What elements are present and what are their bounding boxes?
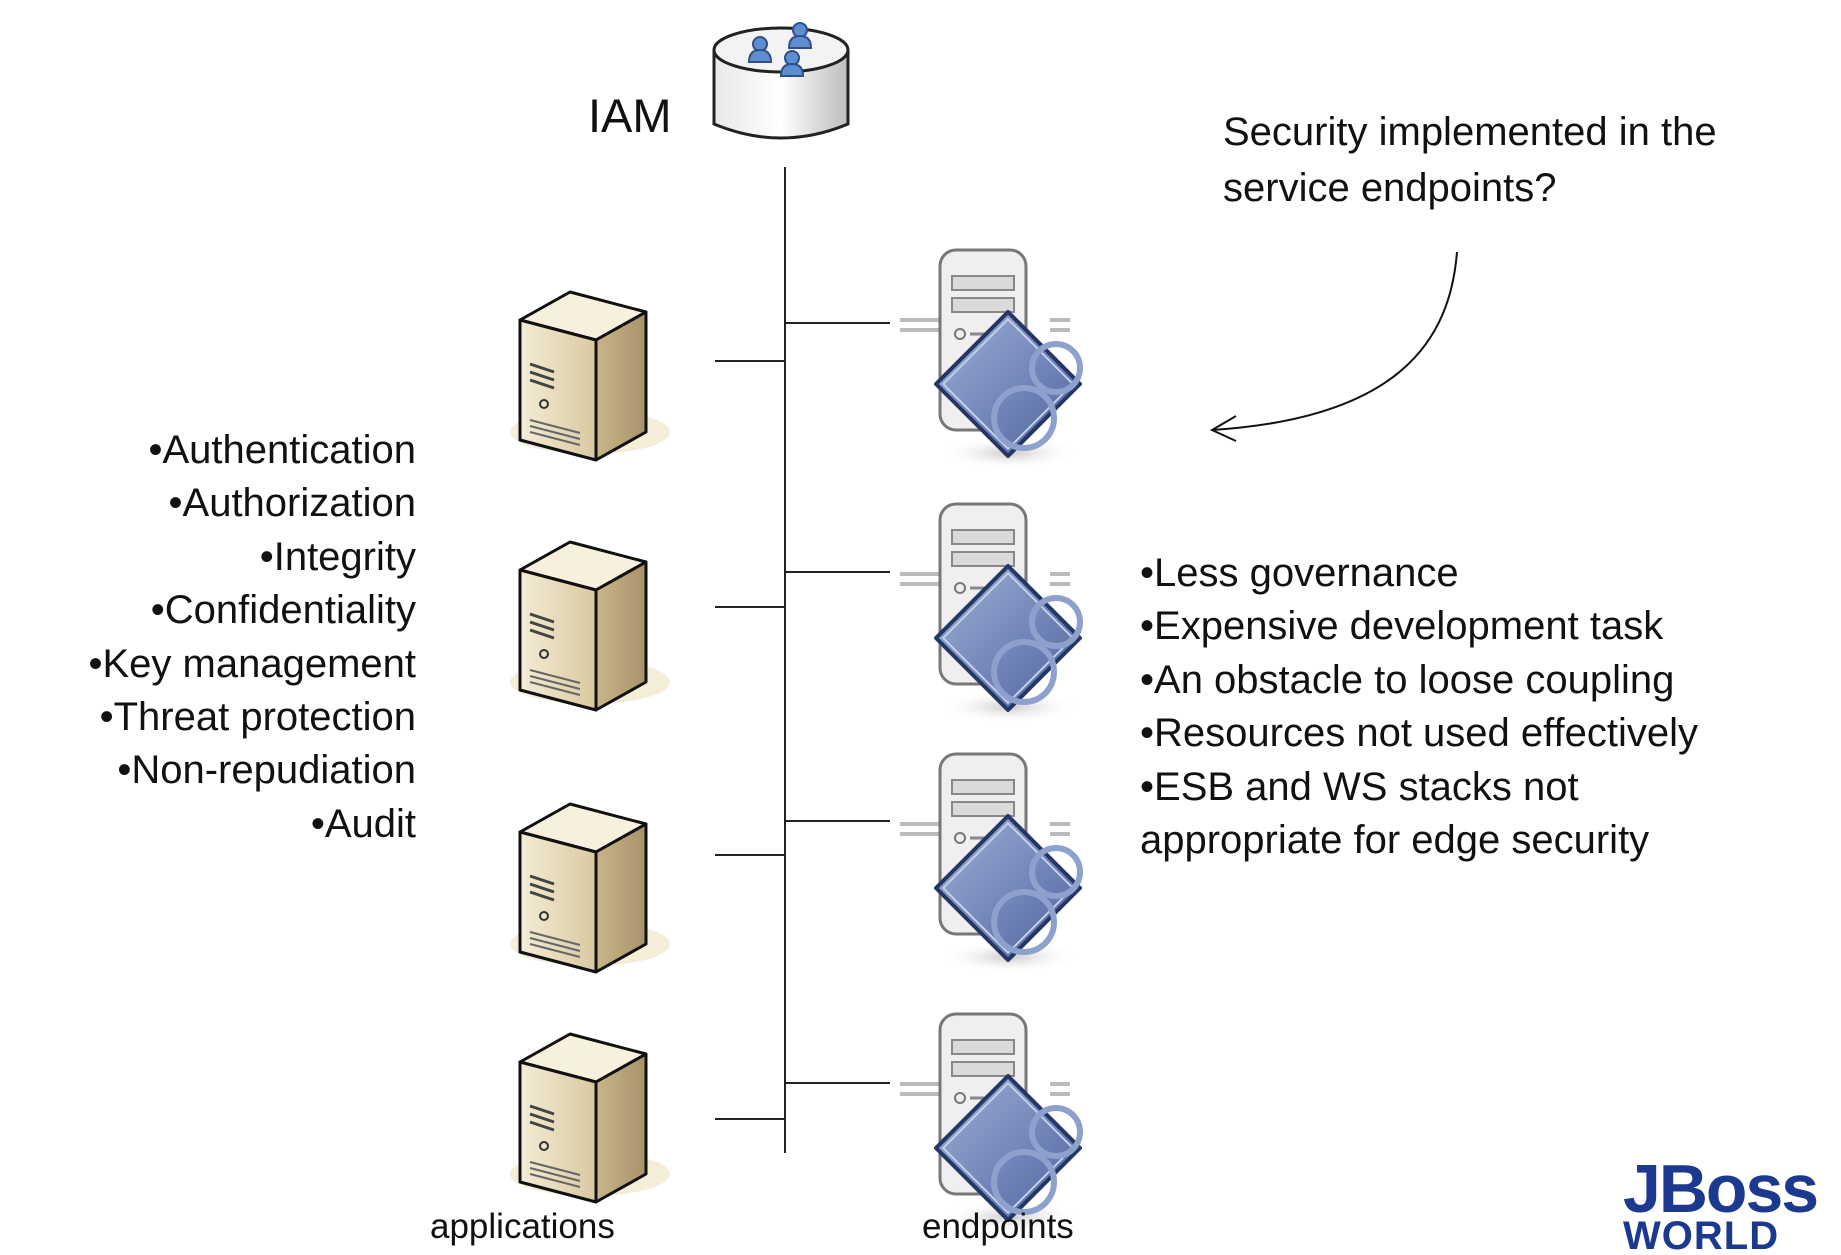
- list-item: Resources not used effectively: [1140, 707, 1698, 760]
- application-server-icon: [508, 1032, 672, 1204]
- list-item: Expensive development task: [1140, 600, 1698, 653]
- list-item: An obstacle to loose coupling: [1140, 654, 1698, 707]
- jboss-world-logo: JBoss WORLD: [1623, 1160, 1841, 1255]
- application-server-icon: [508, 802, 672, 974]
- callout-text: Security implemented in the service endp…: [1223, 110, 1717, 210]
- list-item-continuation: appropriate for edge security: [1140, 818, 1650, 863]
- list-item: Integrity: [88, 531, 416, 584]
- endpoints-caption: endpoints: [922, 1207, 1074, 1246]
- security-functions-list: Authentication Authorization Integrity C…: [88, 424, 416, 851]
- issues-list: Less governance Expensive development ta…: [1140, 547, 1698, 867]
- list-item: Threat protection: [88, 691, 416, 744]
- list-item: Authentication: [88, 424, 416, 477]
- logo-line-1: JBoss: [1623, 1160, 1819, 1227]
- service-endpoint-icon: [900, 754, 1080, 973]
- application-server-icon: [508, 540, 672, 712]
- list-item: Audit: [88, 798, 416, 851]
- service-endpoint-icon: [900, 250, 1080, 469]
- list-item: ESB and WS stacks not: [1140, 761, 1698, 814]
- applications-caption: applications: [430, 1207, 615, 1246]
- iam-label: IAM: [588, 89, 672, 142]
- list-item: Confidentiality: [88, 584, 416, 637]
- list-item: Less governance: [1140, 547, 1698, 600]
- callout-arrow: [1209, 251, 1458, 442]
- network-bus: [715, 167, 890, 1153]
- service-endpoint-icon: [900, 504, 1080, 723]
- iam-database-icon: [712, 22, 850, 140]
- service-endpoint-icon: [900, 1014, 1080, 1233]
- list-item: Authorization: [88, 477, 416, 530]
- application-server-icon: [508, 290, 672, 462]
- list-item: Key management: [88, 638, 416, 691]
- list-item: Non-repudiation: [88, 744, 416, 797]
